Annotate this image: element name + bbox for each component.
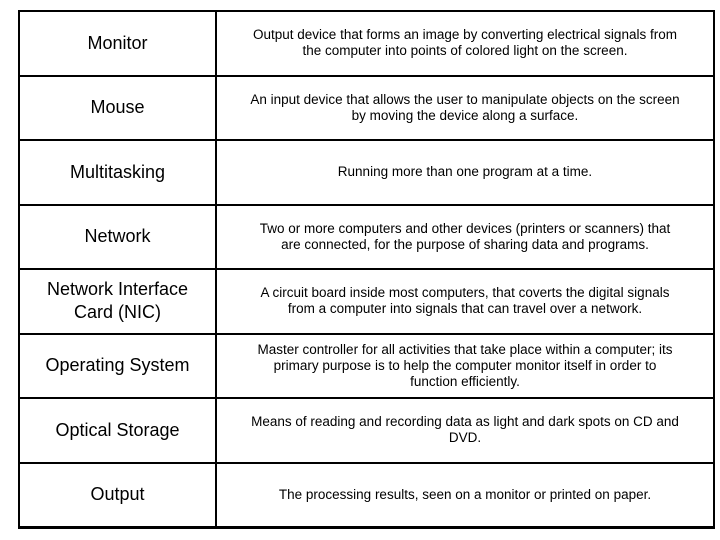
table-row: Mouse An input device that allows the us…	[20, 76, 713, 141]
definition-cell: An input device that allows the user to …	[217, 77, 713, 140]
definition-text: The processing results, seen on a monito…	[278, 486, 652, 502]
term-cell: Multitasking	[20, 141, 217, 204]
term-text: Optical Storage	[55, 419, 180, 440]
definition-cell: Master controller for all activities tha…	[217, 335, 713, 398]
term-text: Mouse	[90, 97, 145, 118]
term-cell: Output	[20, 463, 217, 526]
term-cell: Monitor	[20, 12, 217, 75]
definition-cell: A circuit board inside most computers, t…	[217, 270, 713, 333]
table-row: Multitasking Running more than one progr…	[20, 141, 713, 206]
term-text: Output	[90, 484, 145, 505]
term-cell: Operating System	[20, 334, 217, 397]
term-cell: Mouse	[20, 76, 217, 139]
definition-text: Running more than one program at a time.	[337, 164, 593, 180]
definition-text: Means of reading and recording data as l…	[251, 414, 679, 446]
table-row: Output The processing results, seen on a…	[20, 463, 713, 527]
definition-text: Output device that forms an image by con…	[253, 27, 677, 59]
table-row: Network Two or more computers and other …	[20, 205, 713, 270]
definition-cell: Two or more computers and other devices …	[217, 206, 713, 269]
definition-cell: Output device that forms an image by con…	[217, 12, 713, 75]
table-row: Network Interface Card (NIC) A circuit b…	[20, 270, 713, 335]
term-text: Network Interface Card (NIC)	[46, 278, 189, 323]
term-cell: Optical Storage	[20, 399, 217, 462]
definition-text: Master controller for all activities tha…	[257, 341, 673, 389]
term-text: Operating System	[45, 355, 190, 376]
definition-cell: Running more than one program at a time.	[217, 141, 713, 204]
term-text: Monitor	[87, 32, 148, 53]
term-text: Network	[84, 226, 151, 247]
table-row: Operating System Master controller for a…	[20, 334, 713, 399]
definition-text: Two or more computers and other devices …	[259, 220, 671, 252]
definition-text: An input device that allows the user to …	[250, 91, 680, 123]
table-row: Monitor Output device that forms an imag…	[20, 12, 713, 77]
term-cell: Network	[20, 205, 217, 268]
term-text: Multitasking	[69, 161, 166, 182]
definition-cell: The processing results, seen on a monito…	[217, 464, 713, 527]
definitions-table: Monitor Output device that forms an imag…	[18, 10, 715, 529]
definition-cell: Means of reading and recording data as l…	[217, 399, 713, 462]
table-row: Optical Storage Means of reading and rec…	[20, 399, 713, 464]
definition-text: A circuit board inside most computers, t…	[260, 285, 670, 317]
term-cell: Network Interface Card (NIC)	[20, 270, 217, 333]
